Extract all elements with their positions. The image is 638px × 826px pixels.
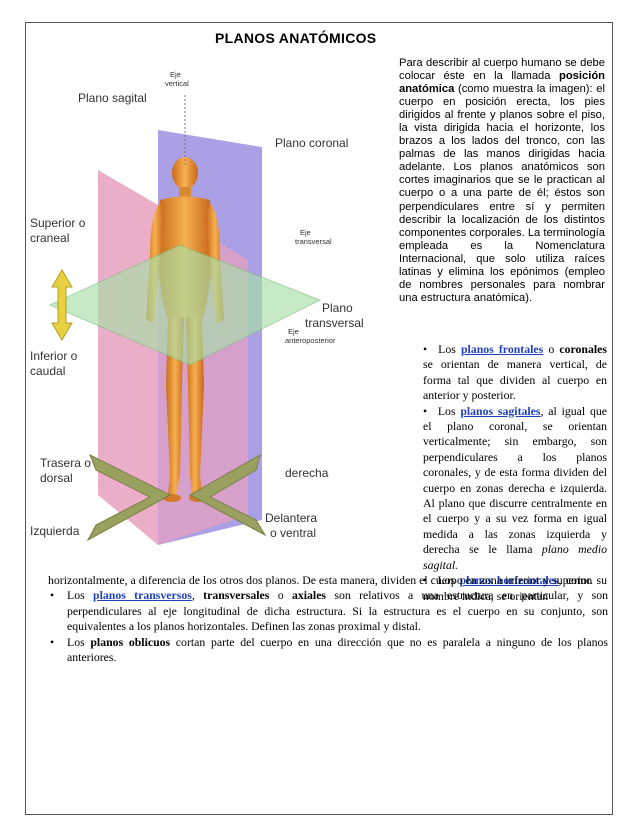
bullet-horizontales: • Los planos horizontales, como su nombr… <box>423 573 607 603</box>
bullet-dot: • <box>50 588 55 603</box>
delantera-label-1: Delantera <box>265 511 317 525</box>
plano-sagital-label: Plano sagital <box>78 91 147 105</box>
intro-paragraph: Para describir al cuerpo humano se debe … <box>399 57 605 304</box>
izquierda-label: Izquierda <box>30 524 80 538</box>
bullet-dot: • <box>423 403 428 418</box>
planos-frontales-link[interactable]: planos frontales <box>460 342 544 356</box>
eje-ap-label-2: anteroposterior <box>285 336 336 345</box>
bottom-text: horizontalmente, a diferencia de los otr… <box>48 573 608 665</box>
page-border <box>25 22 613 815</box>
eje-transversal-label-1: Eje <box>300 228 311 237</box>
planos-horizontales-link[interactable]: planos horizontales <box>459 573 559 588</box>
eje-ap-label-1: Eje <box>288 327 299 336</box>
plano-transversal-label-1: Plano <box>322 301 353 315</box>
inferior-label-2: caudal <box>30 364 65 378</box>
eje-transversal-label-2: transversal <box>295 237 332 246</box>
delantera-label-2: o ventral <box>270 526 316 540</box>
anatomical-planes-figure: Eje vertical Plano sagital Plano coronal… <box>30 70 364 545</box>
bullet-oblicuos: •Los planos oblicuos cortan parte del cu… <box>50 634 609 665</box>
bullet-sagitales: • Los planos sagitales, al igual que el … <box>423 403 607 572</box>
superior-label-1: Superior o <box>30 216 86 230</box>
inferior-label-1: Inferior o <box>30 349 78 363</box>
bullet-dot: • <box>50 634 55 649</box>
planos-sagitales-link[interactable]: planos sagitales <box>460 403 541 418</box>
eje-vertical-label-1: Eje <box>170 70 181 79</box>
eje-vertical-label-2: vertical <box>165 79 189 88</box>
derecha-label: derecha <box>285 466 329 480</box>
horizontales-continuation: horizontalmente, a diferencia de los otr… <box>48 573 594 587</box>
plano-coronal-label: Plano coronal <box>275 136 348 150</box>
bullet-dot: • <box>423 573 428 588</box>
transverse-plane <box>48 244 322 366</box>
right-bullets: • Los planos frontales o coronales se or… <box>399 342 607 604</box>
plano-transversal-label-2: transversal <box>305 316 364 330</box>
page-title: PLANOS ANATÓMICOS <box>215 30 377 46</box>
posicion-anatomica-term: posición anatómica <box>399 70 605 96</box>
trasera-label-1: Trasera o <box>40 456 91 470</box>
trasera-label-2: dorsal <box>40 471 73 485</box>
bullet-frontales: • Los planos frontales o coronales se or… <box>423 342 607 403</box>
superior-label-2: craneal <box>30 231 69 245</box>
direction-arrows <box>51 269 267 542</box>
bullet-dot: • <box>423 342 428 356</box>
planos-transversos-link[interactable]: planos transversos <box>93 588 192 603</box>
bullet-transversos: •Los planos transversos, transversales o… <box>50 588 609 634</box>
